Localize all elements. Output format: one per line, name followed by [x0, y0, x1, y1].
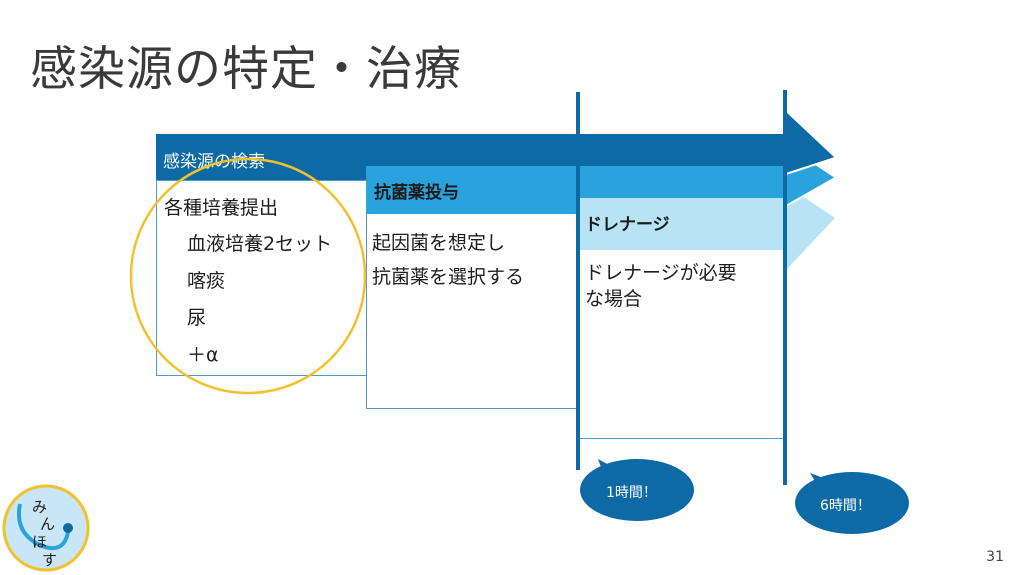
antibiotic-line: 起因菌を想定し	[372, 232, 506, 254]
page-title: 感染源の特定・治療	[30, 42, 462, 97]
drainage-line: な場合	[585, 288, 643, 310]
minhosu-logo: み ん ほ す	[2, 484, 90, 572]
search-band-label: 感染源の検索	[163, 152, 265, 172]
drainage-top-strip	[578, 166, 786, 198]
antibiotic-line: 抗菌薬を選択する	[372, 266, 525, 288]
page-number: 31	[986, 549, 1004, 565]
drainage-line: ドレナージが必要	[585, 262, 737, 284]
callout-6h-label: 6時間！	[820, 498, 871, 514]
list-item: 尿	[187, 307, 207, 329]
list-item: 喀痰	[187, 270, 226, 292]
antibiotic-heading: 抗菌薬投与	[374, 183, 459, 203]
antibiotic-header	[366, 166, 578, 214]
search-arrow	[156, 112, 835, 180]
list-item: 血液培養2セット	[187, 233, 333, 255]
logo-char: ほ	[32, 533, 47, 551]
highlight-circle	[129, 157, 367, 395]
callout-6h-bubble	[795, 472, 909, 534]
logo-char: ん	[40, 515, 55, 533]
list-item: ＋α	[187, 344, 219, 366]
drainage-heading: ドレナージ	[585, 215, 670, 235]
search-heading: 各種培養提出	[164, 197, 279, 219]
drainage-header	[578, 198, 786, 250]
logo-char: み	[32, 498, 47, 516]
callout-1h-bubble	[580, 459, 694, 521]
logo-char: す	[42, 551, 57, 569]
callout-1h-label: 1時間！	[606, 485, 657, 501]
